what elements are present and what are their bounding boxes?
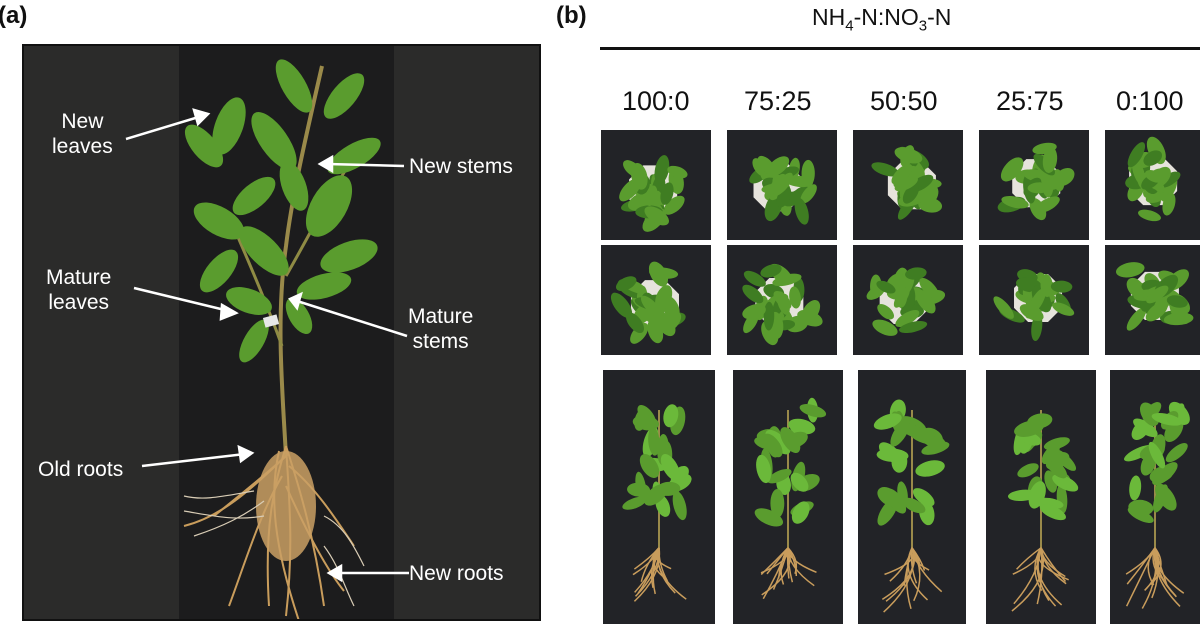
ratio-label-25-75: 25:75	[996, 86, 1064, 116]
plant-parts-photo: New leaves New stems Mature leaves Matur…	[22, 44, 541, 621]
top-view-photo-50-50-a	[853, 130, 963, 240]
callout-mature-stems: Mature stems	[408, 304, 473, 354]
whole-plant-photo-0-100	[1110, 370, 1200, 624]
callout-mature-leaves-line2: leaves	[48, 291, 110, 314]
plant-photo-graphic	[866, 267, 946, 336]
callout-new-leaves: New leaves	[52, 109, 113, 159]
ratio-title-sub-4: 4	[845, 17, 854, 35]
top-view-photo-75-25-a	[727, 130, 837, 240]
plant-photo-graphic	[754, 397, 827, 600]
plant-photo-graphic	[742, 263, 823, 346]
plant-photo-graphic	[993, 269, 1075, 342]
whole-plant-photo-50-50	[858, 370, 966, 624]
plant-photo-graphic	[1115, 262, 1194, 331]
ratio-label-100-0: 100:0	[622, 86, 690, 116]
panel-a-label: (a)	[0, 2, 28, 29]
plant-photo-graphic	[619, 155, 688, 232]
whole-plant-photo-100-0	[603, 370, 715, 624]
ratio-title-sub-3: 3	[918, 17, 928, 35]
plant-photo-graphic	[622, 404, 692, 602]
ratio-label-0-100: 0:100	[1116, 86, 1184, 116]
callout-new-stems: New stems	[409, 155, 513, 178]
panel-b-label: (b)	[556, 2, 587, 29]
plant-photo-graphic	[610, 261, 686, 344]
top-view-photo-75-25-b	[727, 245, 837, 355]
callout-new-roots: New roots	[409, 562, 504, 585]
plant-photo-graphic	[749, 155, 817, 225]
callout-new-leaves-line2: leaves	[52, 135, 113, 158]
top-view-photo-25-75-b	[979, 245, 1089, 355]
whole-plant-photo-75-25	[733, 370, 843, 624]
callout-new-leaves-line1: New	[61, 110, 104, 133]
tea-plant-illustration	[24, 46, 539, 619]
callout-old-roots: Old roots	[38, 458, 124, 481]
callout-mature-stems-line2: stems	[412, 330, 469, 353]
callout-mature-leaves-line1: Mature	[46, 266, 112, 289]
ratio-divider-line	[600, 47, 1200, 50]
plant-photo-graphic	[1124, 401, 1190, 609]
top-view-photo-25-75-a	[979, 130, 1089, 240]
ratio-title-no: -N:NO	[853, 4, 919, 30]
ratio-title-n: -N	[927, 4, 952, 30]
top-view-photo-100-0-b	[601, 245, 711, 355]
top-view-photo-0-100-a	[1105, 130, 1200, 240]
top-view-photo-0-100-b	[1105, 245, 1200, 355]
whole-plant-photo-25-75	[986, 370, 1096, 624]
ratio-title-nh: NH	[812, 4, 846, 30]
ratio-title: NH4-N:NO3-N	[812, 4, 951, 35]
ratio-label-75-25: 75:25	[744, 86, 812, 116]
plant-photo-graphic	[1125, 136, 1181, 222]
plant-photo-graphic	[997, 142, 1075, 221]
top-view-photo-50-50-b	[853, 245, 963, 355]
callout-mature-stems-line1: Mature	[408, 305, 474, 328]
plant-photo-graphic	[871, 145, 943, 220]
top-view-photo-100-0-a	[601, 130, 711, 240]
callout-mature-leaves: Mature leaves	[46, 265, 111, 315]
plant-photo-graphic	[873, 399, 950, 613]
ratio-label-50-50: 50:50	[870, 86, 938, 116]
plant-photo-graphic	[1007, 410, 1079, 612]
